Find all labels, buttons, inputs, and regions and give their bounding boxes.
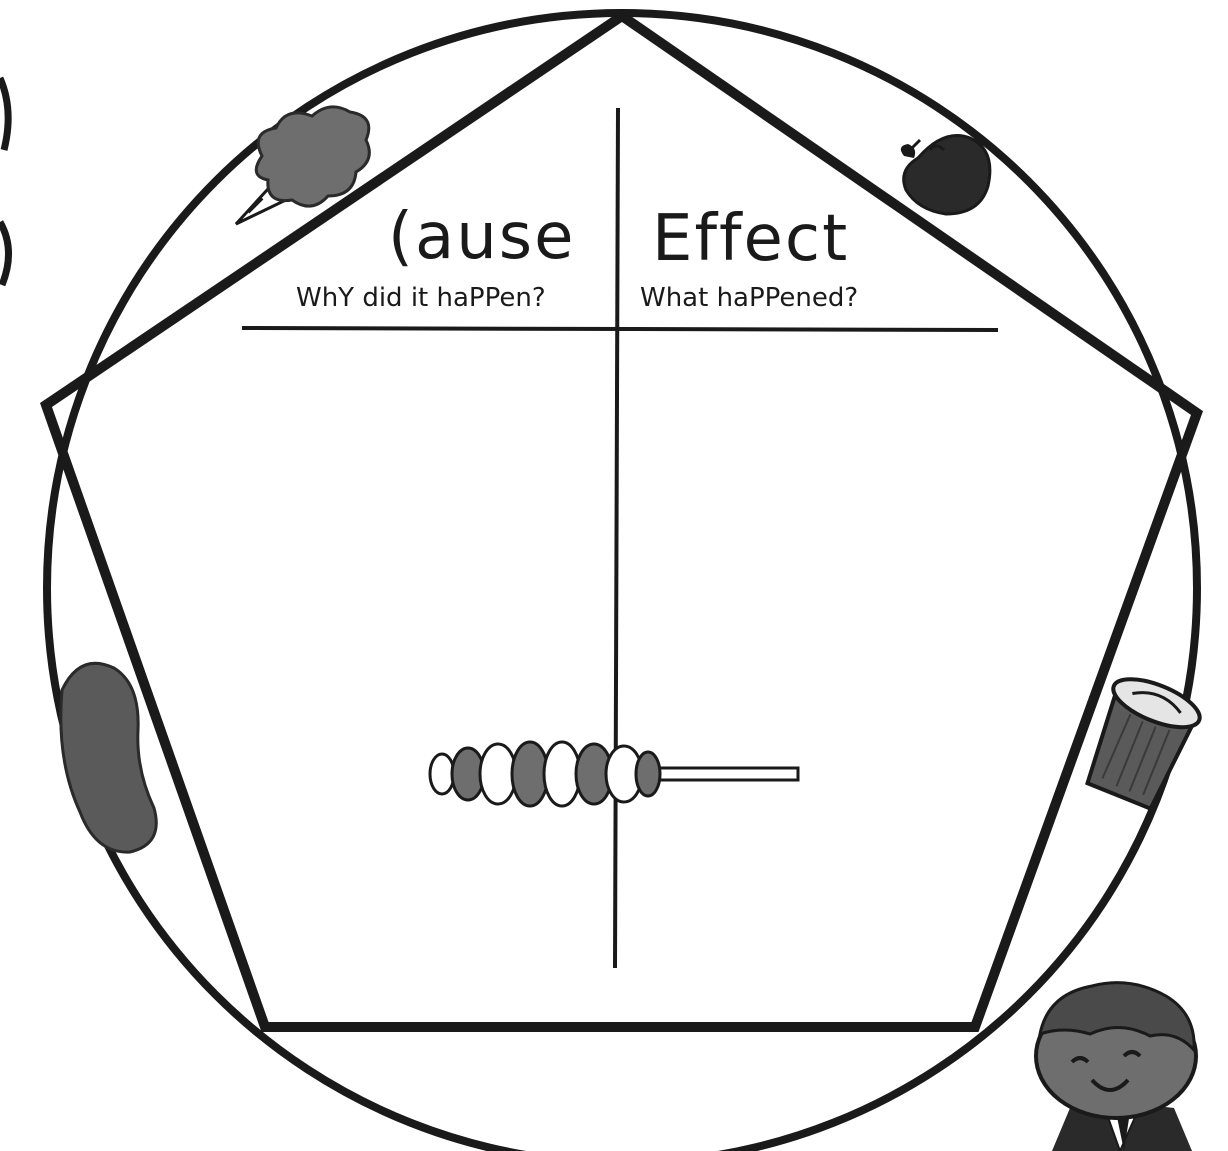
kid-character-icon [1036,983,1196,1151]
edge-fragment-mid [0,222,9,285]
cause-subheading: WhY did it haPPen? [296,283,546,313]
effect-heading: Effect [652,202,849,276]
pentagon-frame [46,16,1197,1027]
twisty-lollipop-icon [430,742,798,806]
outer-circle [47,13,1197,1151]
cotton-candy-icon [236,107,369,224]
edge-fragment-top [0,78,8,150]
t-chart-vertical-line [615,108,618,968]
cause-heading: (ause [388,200,575,274]
effect-subheading: What haPPened? [640,283,858,313]
t-chart-horizontal-line [242,328,998,330]
apple-icon [901,136,990,215]
